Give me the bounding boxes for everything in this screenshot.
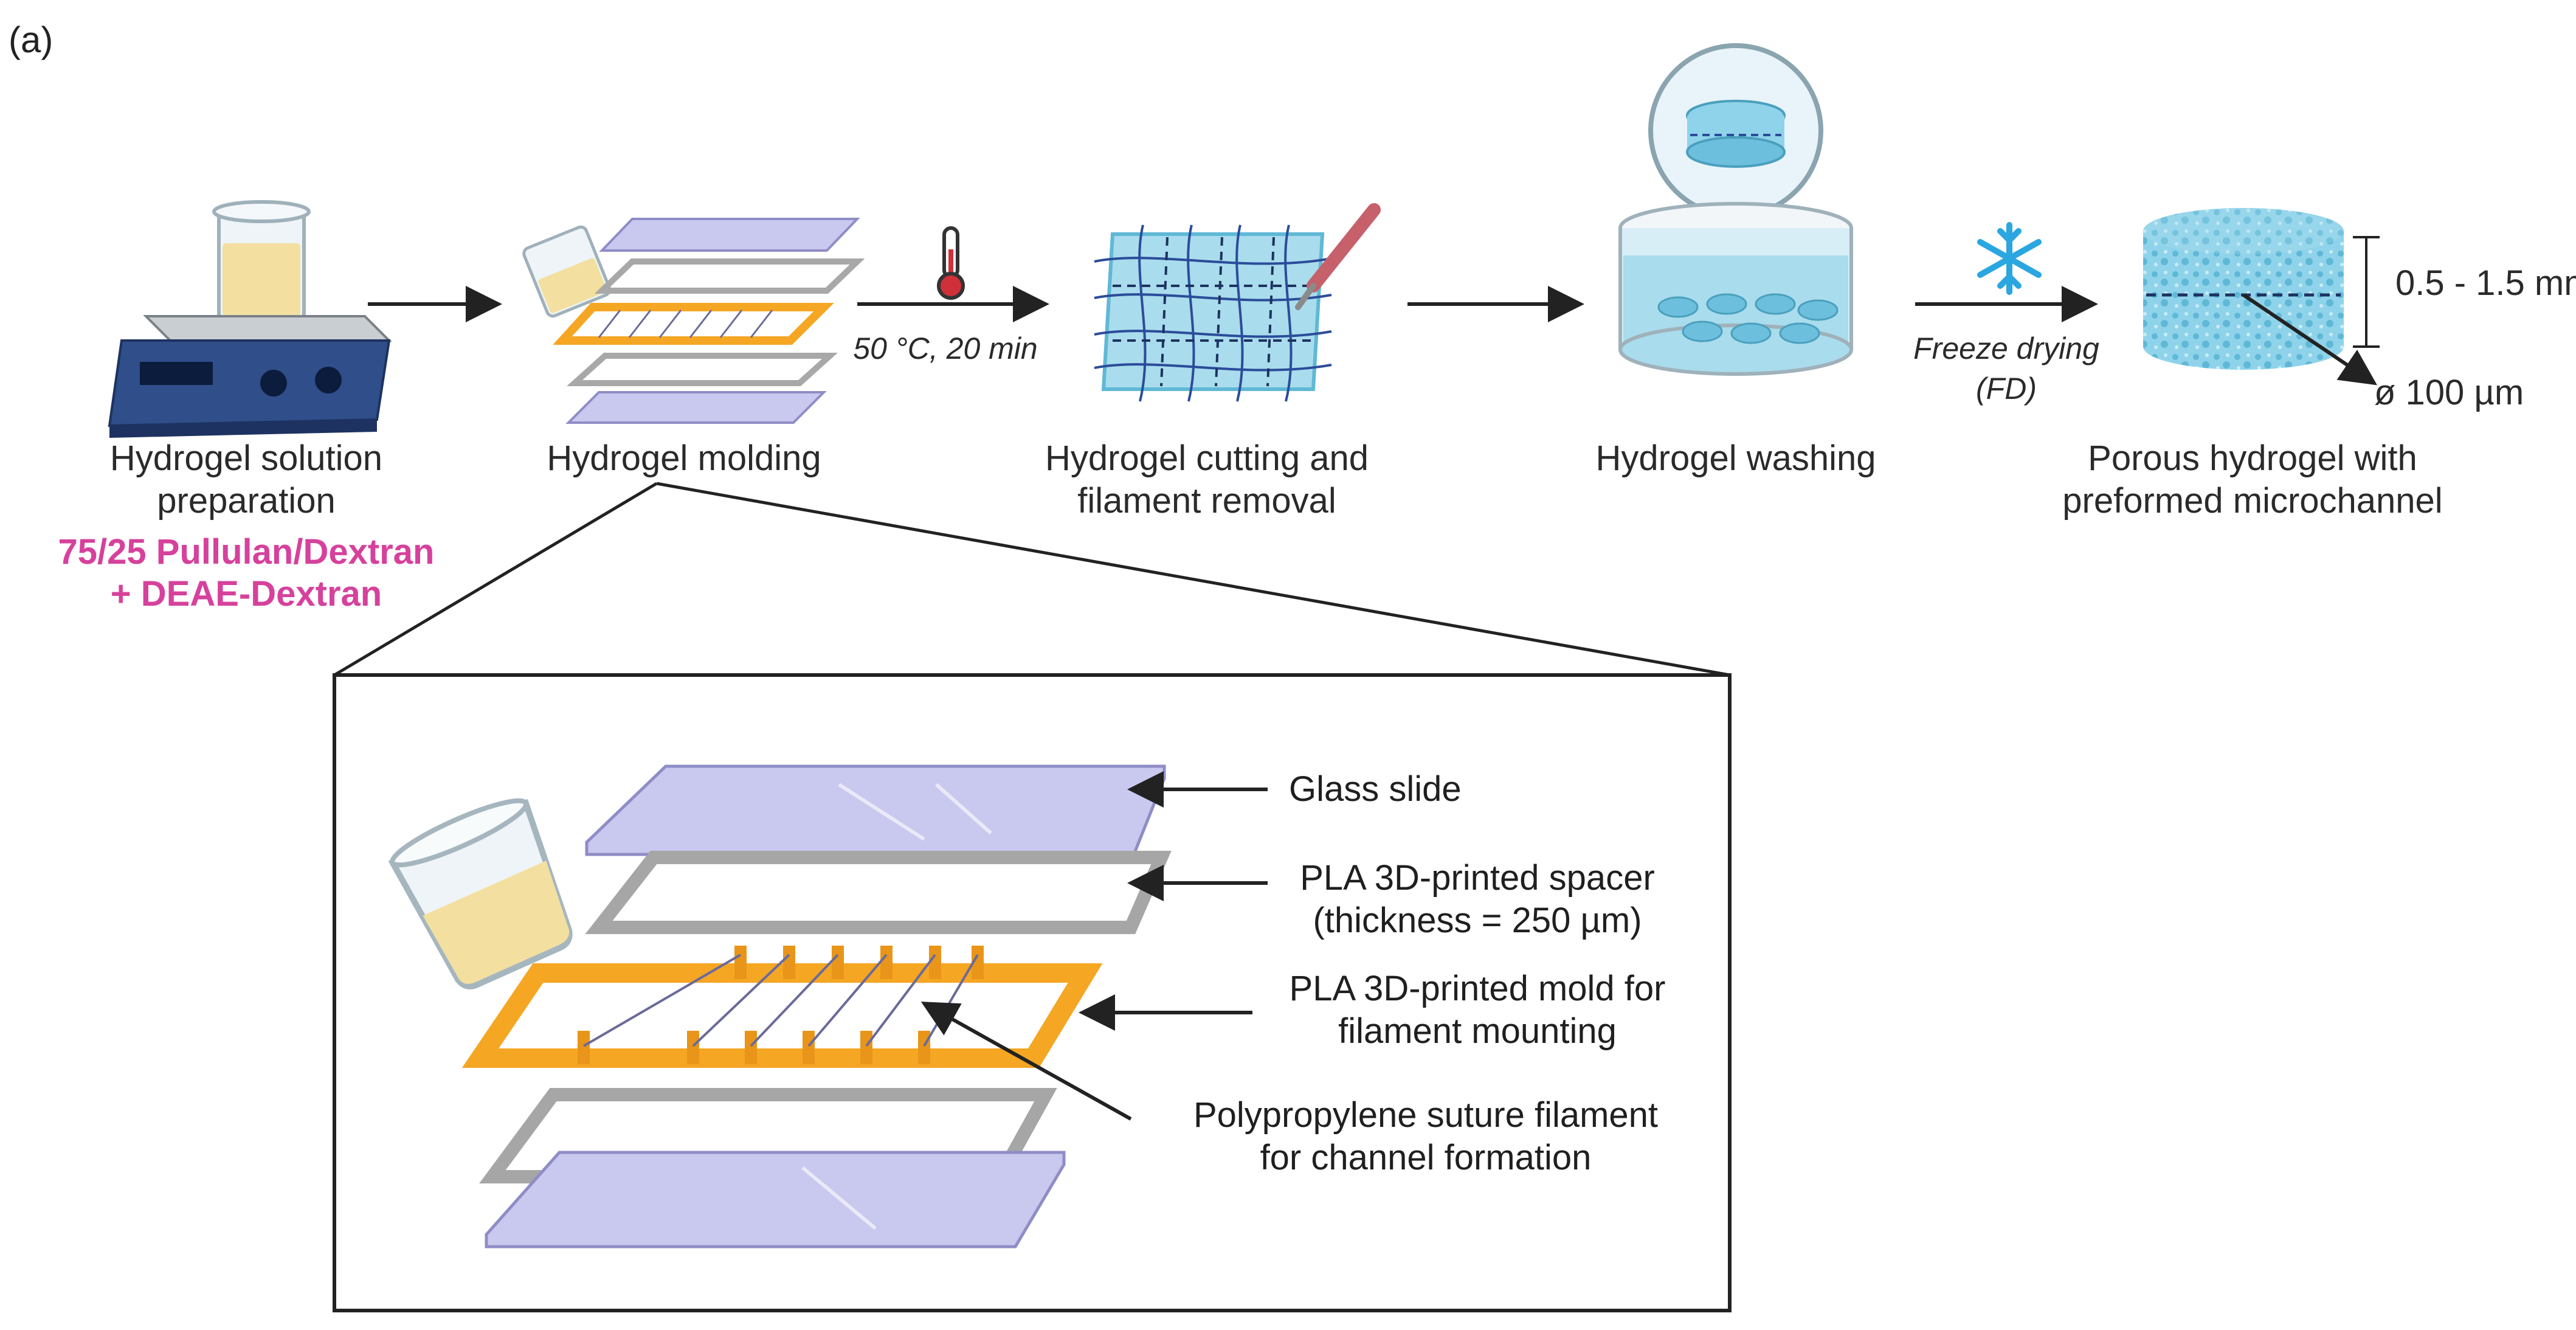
composition-label-2: + DEAE-Dextran bbox=[111, 574, 382, 614]
hotplate-stirrer-icon bbox=[108, 200, 392, 438]
zoom-line-right bbox=[656, 482, 1730, 677]
step-cutting-label-2: filament removal bbox=[1077, 481, 1336, 521]
zoom-line-left bbox=[333, 482, 658, 677]
step-washing-label: Hydrogel washing bbox=[1595, 438, 1876, 478]
callout-mold-1: PLA 3D-printed mold for bbox=[1290, 969, 1666, 1008]
step-prep-label-1: Hydrogel solution bbox=[110, 438, 382, 478]
callout-arrow-filament bbox=[920, 1002, 1132, 1121]
callout-filament-2: for channel formation bbox=[1260, 1138, 1592, 1177]
step-result-label-1: Porous hydrogel with bbox=[2088, 438, 2417, 478]
channel-diameter-label: ø 100 µm bbox=[2374, 373, 2524, 412]
callout-spacer-1: PLA 3D-printed spacer bbox=[1300, 858, 1655, 898]
thickness-label: 0.5 - 1.5 mm bbox=[2395, 263, 2576, 303]
step-prep-label-2: preparation bbox=[157, 481, 335, 521]
heating-condition-label: 50 °C, 20 min bbox=[853, 331, 1037, 365]
inset-frame bbox=[333, 673, 1732, 1312]
panel-label: (a) bbox=[9, 19, 53, 60]
inset-mold-assembly bbox=[388, 764, 1172, 1249]
callout-filament-1: Polypropylene suture filament bbox=[1193, 1095, 1658, 1135]
step-cutting-label-1: Hydrogel cutting and bbox=[1045, 438, 1369, 478]
freeze-drying-label-2: (FD) bbox=[1976, 372, 2037, 406]
channel-pointer-arrow bbox=[2242, 293, 2377, 386]
hydrogel-washing-icon bbox=[1618, 43, 1853, 376]
composition-label-1: 75/25 Pullulan/Dextran bbox=[58, 532, 435, 572]
molding-stack-icon bbox=[522, 218, 865, 424]
step-result-label-2: preformed microchannel bbox=[2062, 481, 2442, 521]
hydrogel-cutting-icon bbox=[1094, 203, 1381, 402]
porous-hydrogel-icon bbox=[2143, 208, 2344, 370]
callout-spacer-2: (thickness = 250 µm) bbox=[1313, 901, 1642, 940]
thickness-dimension-marker bbox=[2353, 236, 2380, 348]
step-molding-label: Hydrogel molding bbox=[547, 438, 821, 478]
callout-glass-slide: Glass slide bbox=[1289, 769, 1462, 809]
thermometer-icon bbox=[937, 226, 965, 300]
callout-mold-2: filament mounting bbox=[1338, 1011, 1617, 1051]
snowflake-icon bbox=[1977, 222, 2042, 295]
freeze-drying-label-1: Freeze drying bbox=[1913, 331, 2099, 365]
